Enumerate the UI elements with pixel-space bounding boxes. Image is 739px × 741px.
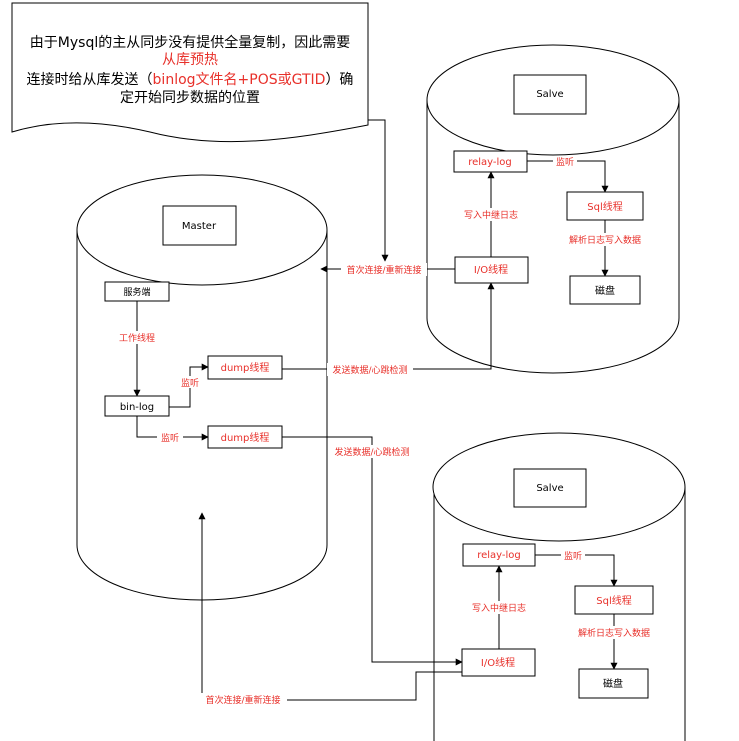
connect-bottom-label: 首次连接/重新连接: [205, 694, 280, 706]
send-bottom-label: 发送数据/心跳检测: [334, 446, 409, 458]
arrow-bottom-io-to-master: [198, 512, 462, 701]
service-label: 服务端: [123, 286, 150, 298]
arrow-dump-2-to-bottom-io: [282, 436, 463, 666]
note-box: 由于Mysql的主从同步没有提供全量复制，因此需要 从库预热 连接时给从库发送（…: [11, 2, 369, 143]
slave-top-parse-label: 解析日志写入数据: [569, 234, 641, 246]
slave-bottom-io-box[interactable]: [461, 648, 536, 677]
slave-top-io-label: I/O线程: [474, 263, 508, 276]
slave-top-relay-label: relay-log: [468, 157, 512, 168]
note-line-2: 从库预热: [162, 52, 218, 68]
listen-label-2: 监听: [161, 432, 179, 444]
master-title: Master: [182, 221, 217, 232]
slave-bottom-disk-label: 磁盘: [603, 677, 623, 690]
arrow-binlog-to-dump-2: [136, 416, 209, 441]
master-cylinder: [76, 174, 328, 601]
slave-bottom-io-label: I/O线程: [481, 656, 515, 669]
send-top-label: 发送数据/心跳检测: [332, 364, 407, 376]
slave-top-title: Salve: [536, 89, 563, 100]
slave-bottom-sql-label: Sql线程: [596, 594, 631, 607]
note-line-3: 连接时给从库发送（binlog文件名+POS或GTID）确: [27, 71, 354, 88]
slave-bottom-sql-box[interactable]: [574, 585, 654, 615]
slave-bottom-write-relay-label: 写入中继日志: [472, 602, 526, 614]
dump-thread-1-label: dump线程: [221, 361, 270, 374]
note-line-3-red: binlog文件名+POS或GTID: [153, 72, 326, 88]
slave-top-disk-label: 磁盘: [595, 284, 615, 297]
listen-label-1: 监听: [181, 377, 199, 389]
dump-thread-2-label: dump线程: [221, 431, 270, 444]
slave-bottom-relay-label: relay-log: [477, 550, 521, 561]
slave-top-title-box: [513, 74, 587, 115]
slave-bottom-parse-label: 解析日志写入数据: [578, 627, 650, 639]
note-line-3-b: ）确: [325, 72, 353, 88]
slave-bottom-listen-label: 监听: [564, 550, 582, 562]
note-line-4: 定开始同步数据的位置: [120, 90, 260, 106]
worker-thread-label: 工作线程: [119, 332, 155, 344]
note-line-1: 由于Mysql的主从同步没有提供全量复制，因此需要: [30, 34, 350, 51]
slave-top-write-relay-label: 写入中继日志: [464, 209, 518, 221]
slave-bottom-title: Salve: [536, 483, 563, 494]
arrow-note-to-connect: [368, 119, 389, 262]
binlog-label: bin-log: [120, 402, 154, 413]
slave-top-disk-box[interactable]: [569, 275, 641, 305]
slave-top-io-box[interactable]: [454, 256, 529, 284]
slave-bottom-title-box: [513, 468, 587, 508]
master-title-box: [162, 205, 237, 246]
slave-top-listen-label: 监听: [556, 156, 574, 168]
slave-top-sql-label: Sql线程: [587, 200, 622, 213]
connect-top-label: 首次连接/重新连接: [346, 264, 421, 276]
note-line-3-a: 连接时给从库发送（: [27, 71, 153, 88]
